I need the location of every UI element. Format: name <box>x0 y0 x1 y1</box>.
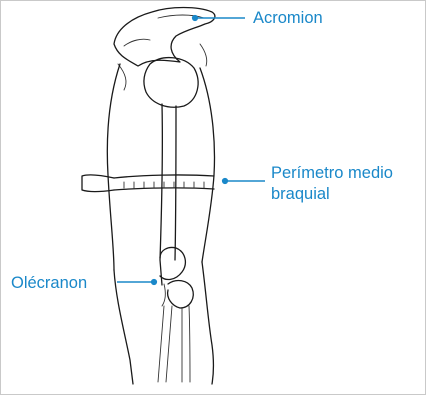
callout-leaders <box>117 15 265 284</box>
acromion-label: Acromion <box>253 9 323 27</box>
arm-drawing <box>82 8 215 385</box>
olecranon-label: Olécranon <box>11 274 87 292</box>
perimetro-label-line1: Perímetro medio <box>271 164 393 182</box>
perimetro-label-line2: braquial <box>271 185 330 203</box>
callout-labels: Acromion Perímetro medio braquial Olécra… <box>11 9 393 292</box>
